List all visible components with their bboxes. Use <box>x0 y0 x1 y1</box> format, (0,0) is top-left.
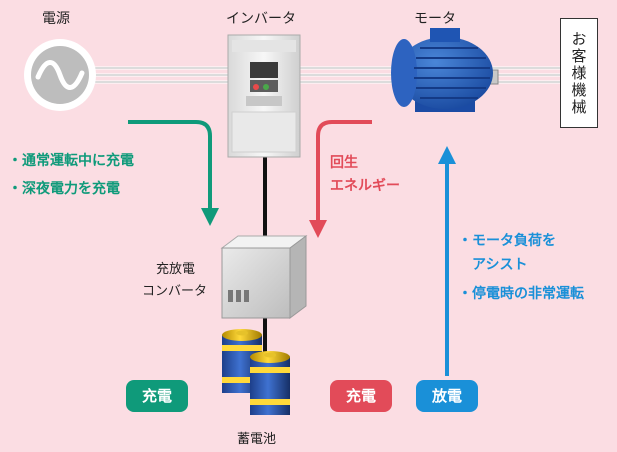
converter-icon <box>220 235 308 319</box>
power-source-label: 電源 <box>42 11 70 27</box>
inverter-icon <box>227 34 301 158</box>
assist-note-3: ・停電時の非常運転 <box>458 286 584 302</box>
inverter-label: インバータ <box>226 11 296 27</box>
assist-note-1: ・モータ負荷を <box>458 233 556 249</box>
regen-arrow <box>309 120 372 238</box>
customer-machine-label: お客様機械 <box>560 18 598 128</box>
battery-icon <box>222 329 290 415</box>
discharge-arrow <box>438 146 456 376</box>
motor-icon <box>391 28 499 112</box>
charge-note-1: ・通常運転中に充電 <box>8 153 134 169</box>
motor-label: モータ <box>414 11 456 27</box>
converter-label-line2: コンバータ <box>142 284 208 299</box>
charge-badge-right: 充電 <box>330 380 392 412</box>
power-source-icon <box>24 39 96 111</box>
charge-badge-left: 充電 <box>126 380 188 412</box>
regen-note-2: エネルギー <box>330 178 400 194</box>
converter-label-line1: 充放電 <box>156 262 196 277</box>
charge-arrow <box>128 120 219 226</box>
battery-label: 蓄電池 <box>237 432 277 447</box>
discharge-badge: 放電 <box>416 380 478 412</box>
regen-note-1: 回生 <box>330 155 358 171</box>
assist-note-2: アシスト <box>472 257 528 273</box>
charge-note-2: ・深夜電力を充電 <box>8 181 120 197</box>
